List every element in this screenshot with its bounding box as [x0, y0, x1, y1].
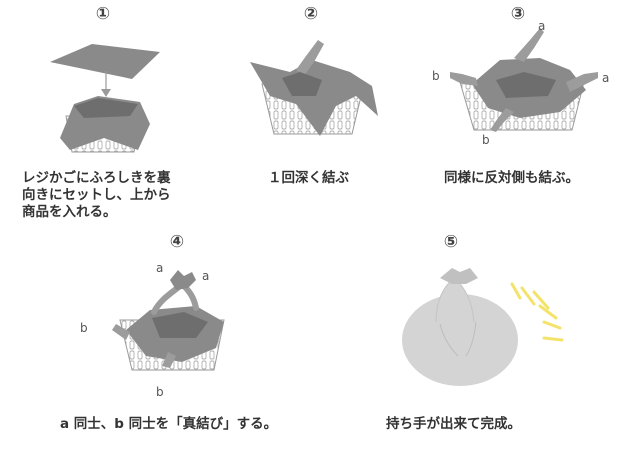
step-2-number: ② [303, 4, 319, 24]
step-3-caption: 同様に反対側も結ぶ。 [444, 170, 579, 186]
step-5-illustration [402, 268, 564, 386]
corner-a-top [514, 28, 544, 62]
bag-handle [435, 277, 475, 323]
step-3-label-a-top: a [538, 19, 546, 33]
step-1-caption: レジかごにふろしきを裏 向きにセットし、上から 商品を入れる。 [22, 170, 171, 220]
step-2-illustration [250, 40, 378, 136]
furoshiki-cloth-flat [50, 44, 160, 79]
step-3-label-a-right: a [602, 71, 610, 85]
handle-strap-right [181, 283, 199, 311]
corner-b-bottom [490, 108, 514, 132]
step-3-label-b-bottom: b [482, 133, 490, 147]
handle-knot [440, 268, 478, 284]
sparkle-lines [510, 282, 564, 342]
step-4-label-b-bottom: b [156, 385, 164, 399]
top-knot [170, 270, 196, 290]
step-5-number: ⑤ [443, 232, 459, 252]
corner-a-right [566, 72, 598, 92]
step-4-illustration [112, 270, 225, 371]
step-4-number: ④ [169, 232, 185, 252]
step-1-illustration [50, 44, 160, 153]
step-3-illustration [450, 28, 598, 132]
basket-with-cloth [60, 96, 150, 153]
step-5-caption: 持ち手が出来て完成。 [386, 416, 521, 432]
step-4-label-a-right: a [202, 269, 210, 283]
knot-ears [296, 40, 324, 76]
step-3-number: ③ [510, 4, 526, 24]
bundle-bag [402, 294, 518, 386]
step-3-label-b-left: b [432, 69, 440, 83]
side-knot-left [112, 324, 130, 340]
arrow-head [101, 89, 111, 97]
step-1-number: ① [95, 4, 111, 24]
step-4-label-b-left: b [80, 321, 88, 335]
step-4-label-a-left: a [156, 261, 164, 275]
step-2-caption: １回深く結ぶ [268, 170, 349, 186]
step-4-caption: a 同士、b 同士を「真結び」する。 [60, 416, 278, 432]
corner-b-left [450, 72, 478, 86]
side-knot-bottom [162, 352, 176, 368]
cloth [250, 60, 378, 136]
